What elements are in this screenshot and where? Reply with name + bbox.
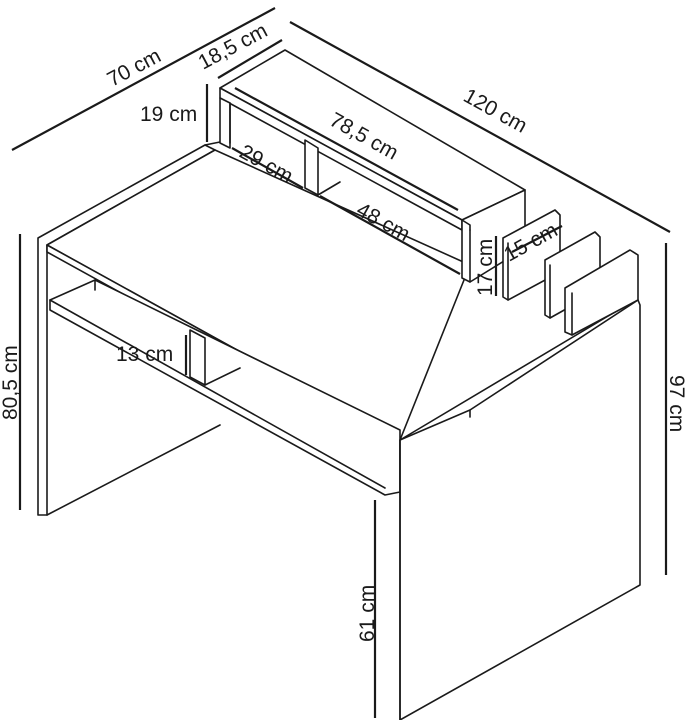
upright-back [564, 249, 639, 336]
label-upright-height: 17 cm [474, 239, 497, 296]
hutch [219, 49, 526, 283]
right-side-panel [399, 299, 641, 720]
label-total-height: 97 cm [665, 375, 688, 432]
desk-body [37, 141, 641, 720]
hutch-divider [304, 139, 319, 196]
label-width-total: 120 cm [460, 84, 531, 138]
hutch-left-end [219, 97, 231, 149]
shelf-divider [189, 329, 206, 386]
hutch-right-end [461, 189, 526, 283]
dim-line-width-total [289, 21, 671, 233]
dimension-lines [11, 7, 671, 718]
dim-line-depth-total [11, 7, 276, 151]
label-desk-height: 80,5 cm [0, 345, 22, 420]
side-uprights [502, 209, 639, 336]
dim-line-upright-depth [511, 225, 563, 253]
label-shelf-height: 13 cm [116, 343, 173, 366]
dim-line-hutch-right [319, 195, 461, 275]
dim-line-hutch-depth [217, 39, 283, 79]
dim-line-hutch-left [231, 147, 304, 189]
label-hutch-height: 19 cm [140, 103, 197, 126]
label-legroom: 61 cm [356, 585, 379, 642]
dim-line-hutch-width [234, 87, 459, 211]
